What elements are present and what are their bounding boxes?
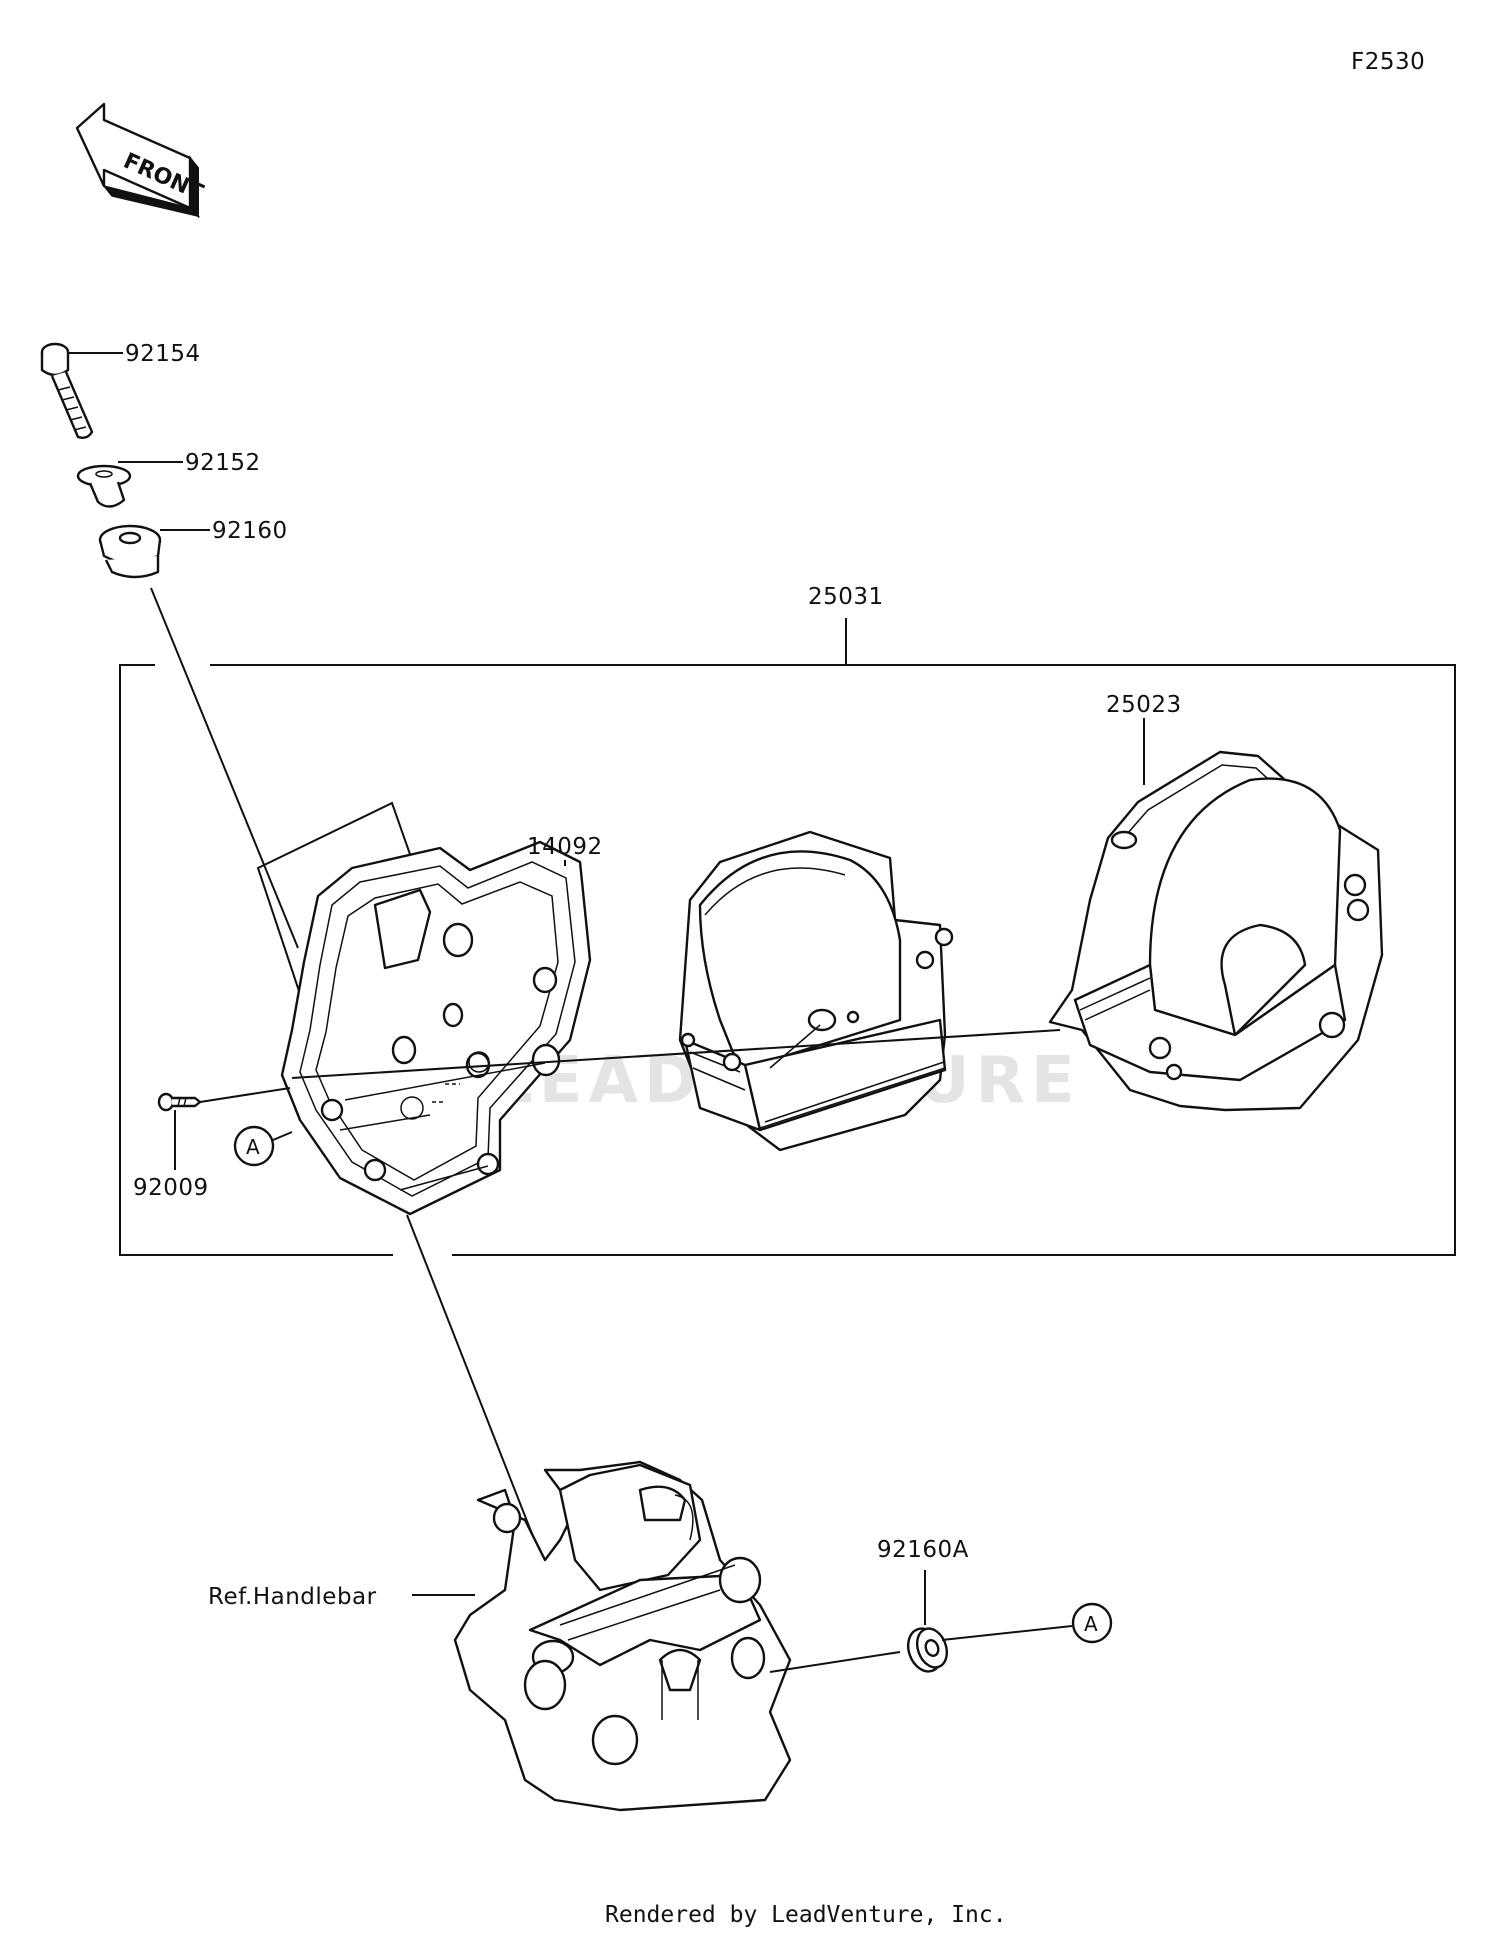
label-92009: 92009	[133, 1175, 209, 1201]
cover-25023-icon	[1048, 750, 1384, 1112]
callout-a-left-label: A	[246, 1135, 260, 1159]
footer-credit: Rendered by LeadVenture, Inc.	[605, 1902, 1007, 1928]
label-25023: 25023	[1106, 692, 1182, 718]
label-92154: 92154	[125, 341, 201, 367]
label-92152: 92152	[185, 450, 261, 476]
label-92160: 92160	[212, 518, 288, 544]
handlebar-bracket-icon	[453, 1460, 792, 1812]
washer-92160a-icon	[906, 1627, 949, 1673]
callout-a-left: A	[233, 1125, 275, 1167]
collar-92152-icon	[76, 464, 132, 508]
bolt-92154-icon	[40, 342, 94, 440]
label-92160a: 92160A	[877, 1537, 969, 1563]
grommet-92160-icon	[98, 524, 162, 579]
assembly-frame-25031	[119, 618, 1456, 1256]
screw-92009-icon	[157, 1092, 202, 1112]
callout-a-right-label: A	[1084, 1612, 1098, 1636]
label-ref-handlebar: Ref.Handlebar	[208, 1584, 377, 1610]
label-25031: 25031	[808, 584, 884, 610]
diagram-id: F2530	[1351, 49, 1425, 75]
case-14092-icon	[280, 840, 592, 1216]
callout-a-right: A	[1071, 1602, 1113, 1644]
front-arrow-icon: FRONT	[75, 102, 207, 219]
label-14092: 14092	[527, 834, 603, 860]
meter-unit-icon	[678, 830, 954, 1152]
